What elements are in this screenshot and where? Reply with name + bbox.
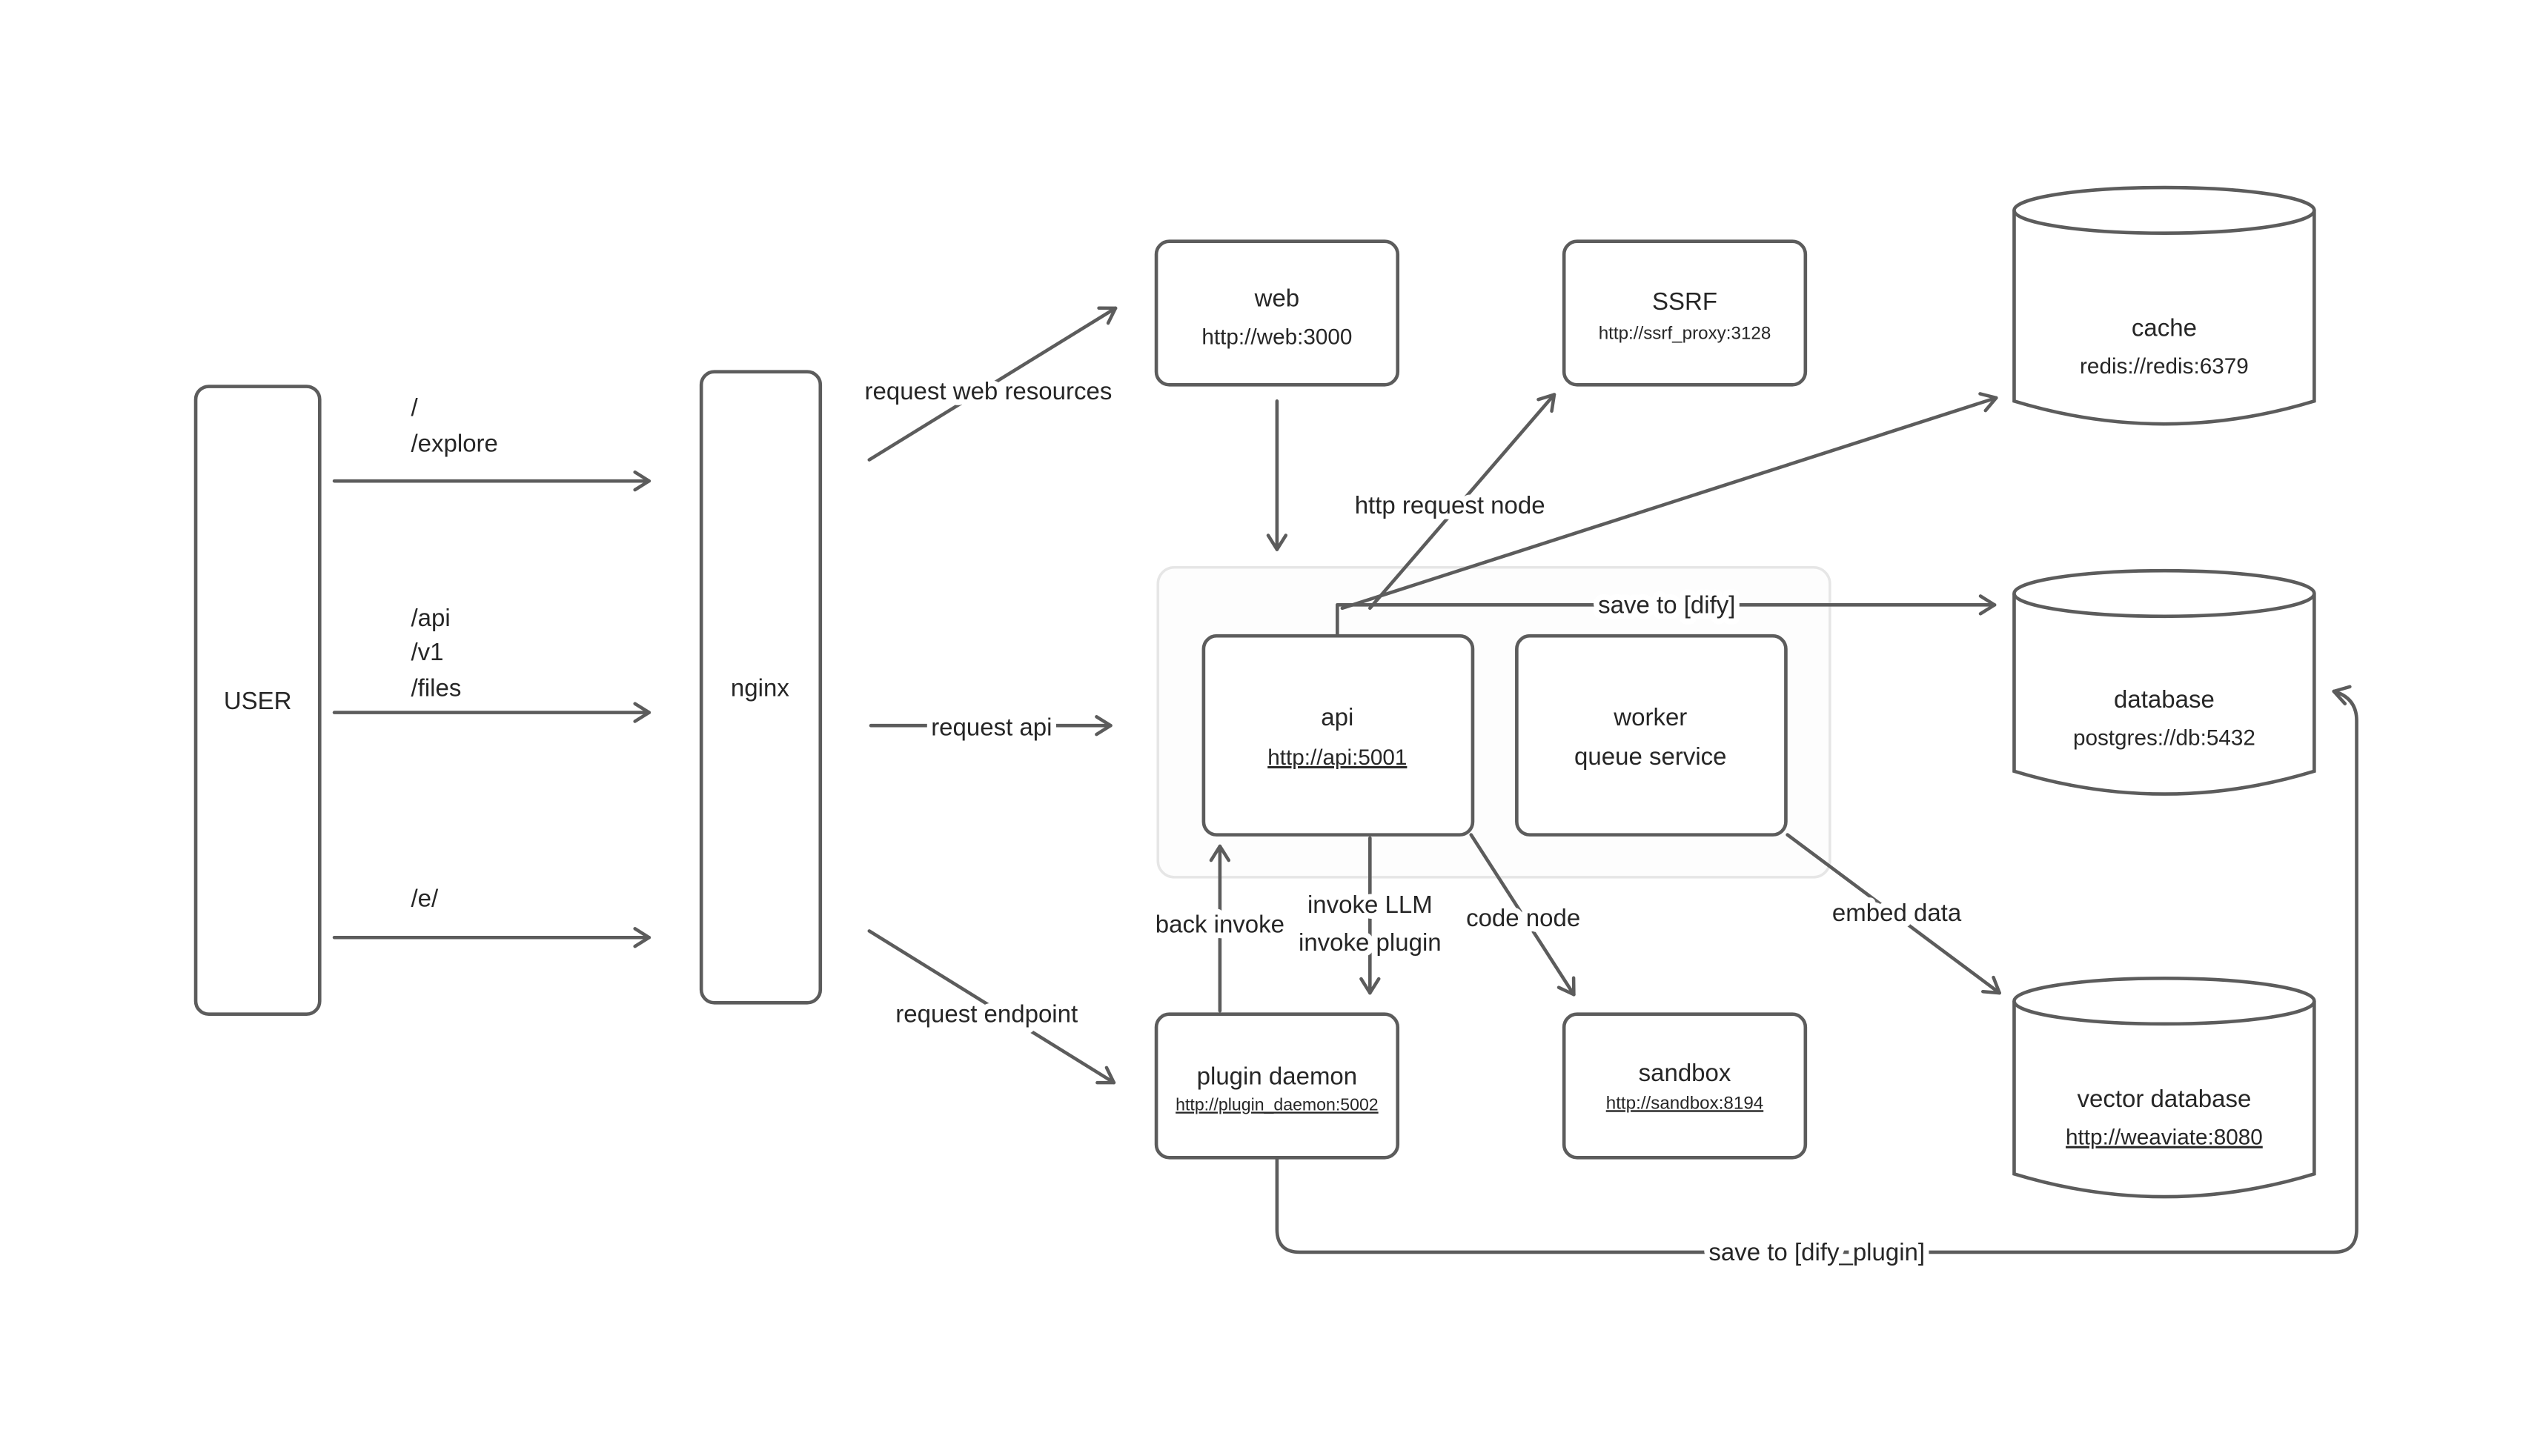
label-path-root: /	[411, 393, 418, 421]
plugin-daemon-url: http://plugin_daemon:5002	[1176, 1094, 1379, 1114]
label-back-invoke: back invoke	[1156, 911, 1284, 938]
plugin-daemon-box	[1154, 1012, 1400, 1160]
worker-subtitle: queue service	[1574, 742, 1726, 770]
edge-labels: / /explore /api /v1 /files /e/ request w…	[411, 371, 1967, 1271]
node-user: USER	[193, 385, 322, 1016]
label-request-web-resources: request web resources	[865, 377, 1113, 405]
label-invoke-plugin: invoke plugin	[1299, 928, 1442, 956]
sandbox-title: sandbox	[1639, 1059, 1731, 1086]
nginx-box	[699, 370, 823, 1005]
edge-plugin-database-save	[1275, 685, 2358, 1254]
worker-box	[1515, 634, 1788, 837]
cache-cylinder-top	[2012, 185, 2316, 235]
web-box	[1154, 239, 1400, 387]
nginx-label: nginx	[731, 674, 789, 702]
api-title: api	[1321, 703, 1353, 731]
node-ssrf: SSRF http://ssrf_proxy:3128	[1562, 239, 1808, 387]
vector-database-cylinder-body	[2012, 1001, 2316, 1199]
database-cylinder-body	[2012, 593, 2316, 796]
database-title: database	[2114, 685, 2215, 713]
label-save-to-dify: save to [dify]	[1598, 591, 1735, 618]
ssrf-box	[1562, 239, 1808, 387]
node-plugin-daemon: plugin daemon http://plugin_daemon:5002	[1154, 1012, 1400, 1160]
label-request-endpoint: request endpoint	[895, 1000, 1078, 1028]
web-url: http://web:3000	[1201, 325, 1352, 349]
label-path-v1: /v1	[411, 638, 443, 665]
node-nginx: nginx	[699, 370, 823, 1005]
label-embed-data: embed data	[1832, 899, 1962, 926]
label-http-request-node: http request node	[1355, 491, 1545, 519]
plugin-daemon-title: plugin daemon	[1197, 1062, 1358, 1089]
label-path-api: /api	[411, 604, 450, 631]
sandbox-url: http://sandbox:8194	[1606, 1093, 1763, 1113]
node-vector-database: vector database http://weaviate:8080	[2012, 976, 2316, 1199]
user-box	[193, 385, 322, 1016]
node-worker: worker queue service	[1515, 634, 1788, 837]
sandbox-box	[1562, 1012, 1808, 1160]
edge-api-cache	[1340, 392, 1998, 611]
node-cache: cache redis://redis:6379	[2012, 185, 2316, 426]
label-request-api: request api	[931, 713, 1052, 740]
cache-url: redis://redis:6379	[2080, 354, 2249, 379]
api-box	[1201, 634, 1475, 837]
vector-database-cylinder-top	[2012, 976, 2316, 1026]
cache-cylinder-body	[2012, 210, 2316, 426]
label-save-to-dify-plugin: save to [dify_plugin]	[1708, 1238, 1925, 1266]
ssrf-title: SSRF	[1652, 287, 1717, 315]
edge-worker-vector-database	[1786, 833, 2001, 995]
vector-database-title: vector database	[2078, 1085, 2252, 1112]
node-database: database postgres://db:5432	[2012, 568, 2316, 796]
label-path-explore: /explore	[411, 430, 497, 457]
worker-title: worker	[1613, 703, 1687, 731]
database-url: postgres://db:5432	[2073, 726, 2255, 751]
edges	[332, 306, 2358, 1254]
label-invoke-llm: invoke LLM	[1307, 891, 1433, 918]
user-label: USER	[224, 687, 292, 714]
cache-title: cache	[2132, 313, 2197, 341]
edge-api-ssrf	[1368, 393, 1556, 611]
node-sandbox: sandbox http://sandbox:8194	[1562, 1012, 1808, 1160]
label-path-files: /files	[411, 674, 461, 702]
vector-database-url: http://weaviate:8080	[2066, 1126, 2263, 1150]
label-path-e: /e/	[411, 884, 439, 911]
node-web: web http://web:3000	[1154, 239, 1400, 387]
edge-nginx-web	[867, 306, 1118, 462]
ssrf-url: http://ssrf_proxy:3128	[1599, 324, 1771, 344]
api-url: http://api:5001	[1267, 745, 1407, 770]
edge-nginx-plugin-daemon	[867, 929, 1116, 1085]
database-cylinder-top	[2012, 568, 2316, 619]
node-api: api http://api:5001	[1201, 634, 1475, 837]
web-title: web	[1254, 285, 1300, 312]
edge-api-sandbox	[1469, 833, 1576, 997]
label-code-node: code node	[1466, 904, 1580, 931]
